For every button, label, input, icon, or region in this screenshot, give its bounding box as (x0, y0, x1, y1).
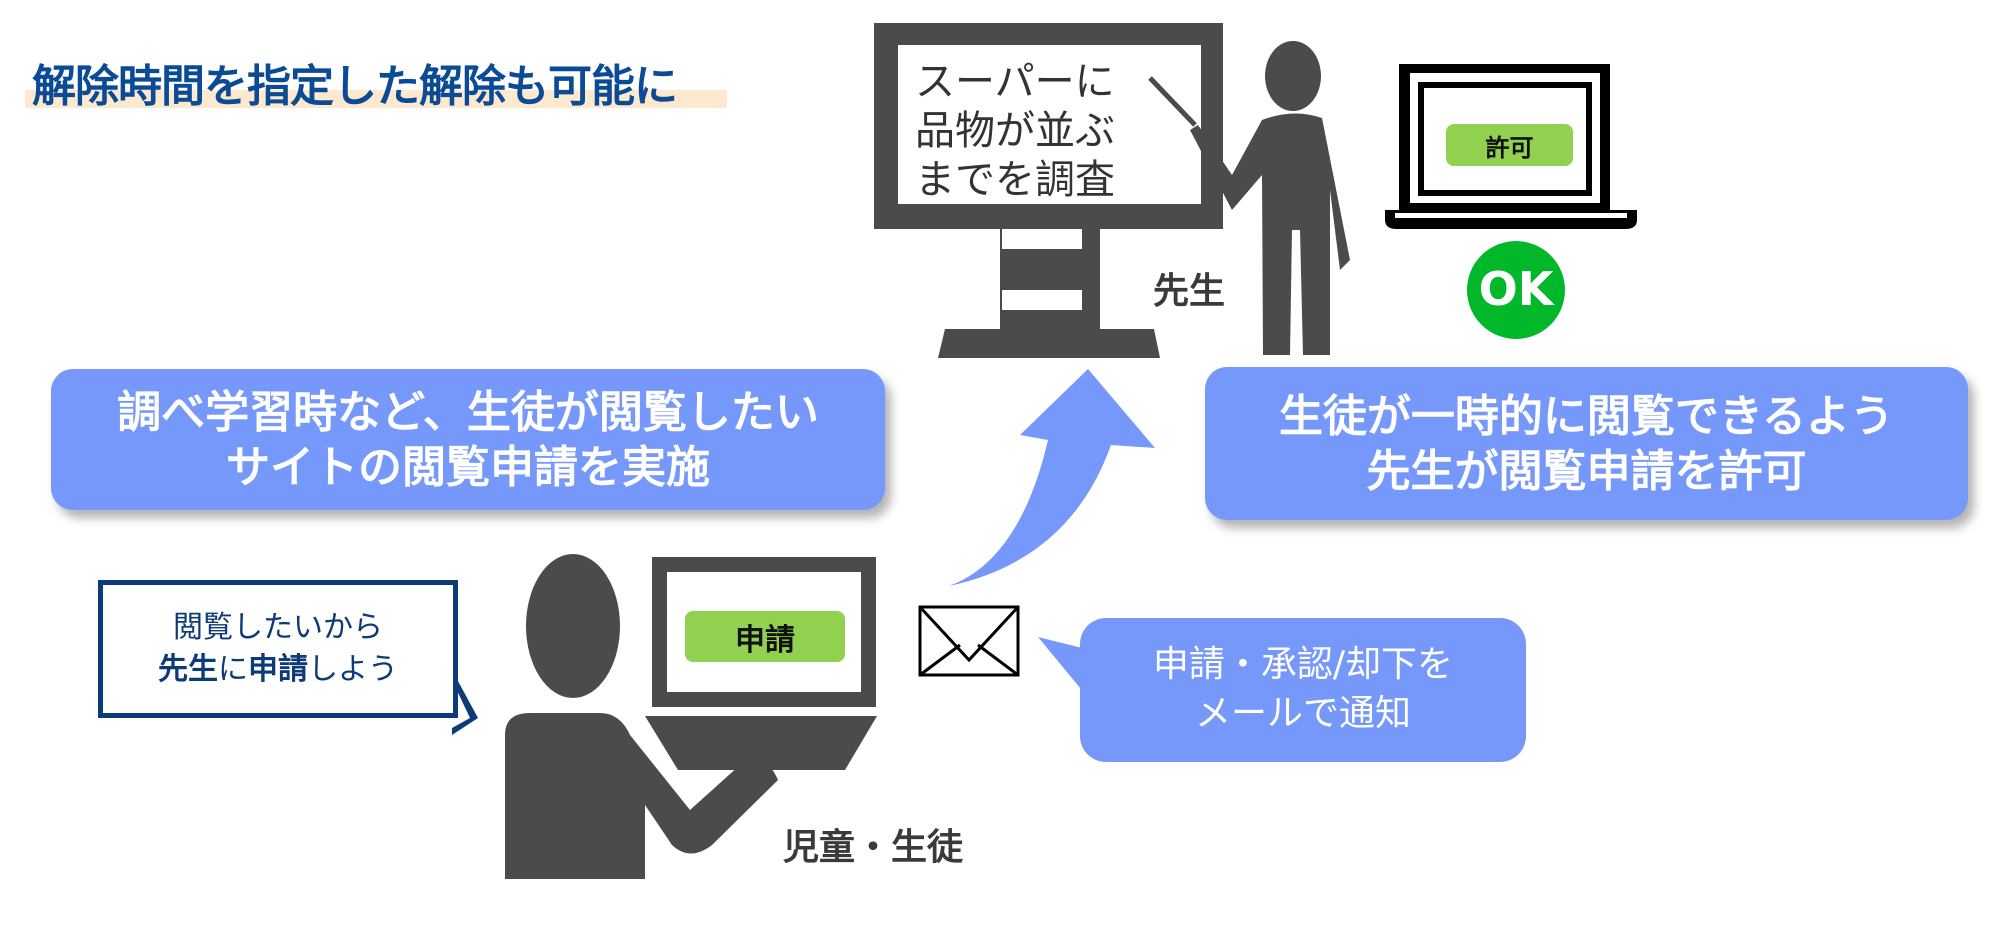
student-speech-bubble: 閲覧したいから 先生に申請しよう (98, 580, 458, 718)
bubble-tail (1038, 637, 1090, 700)
title-highlight (25, 90, 727, 108)
teacher-label: 先生 (1153, 271, 1226, 312)
speech-line: 先生に申請しよう (103, 649, 453, 691)
student-icon (505, 554, 778, 879)
board-line: 品物が並ぶ (915, 108, 1115, 155)
student-label: 児童・生徒 (783, 827, 964, 868)
bubble-line: 申請・承認/却下を (1152, 644, 1454, 686)
ok-badge-icon (1467, 241, 1565, 339)
callout-line: 調べ学習時など、生徒が閲覧したい (117, 386, 819, 438)
teacher-icon (1148, 41, 1350, 355)
blackboard-text: スーパーに 品物が並ぶ までを調査 (915, 58, 1115, 206)
speech-text: に (218, 652, 248, 687)
board-line: スーパーに (915, 59, 1115, 105)
allow-button[interactable]: 許可 (1446, 124, 1573, 166)
up-arrow-icon (949, 369, 1155, 586)
callout-line: 先生が閲覧申請を許可 (1366, 445, 1807, 497)
teacher-approve-callout: 生徒が一時的に閲覧できるよう 先生が閲覧申請を許可 (1205, 367, 1968, 520)
mail-icon (918, 605, 1020, 677)
speech-text: しよう (308, 652, 398, 687)
illustration (452, 23, 1637, 879)
board-line: までを調査 (915, 157, 1115, 204)
speech-bold: 先生 (158, 652, 218, 687)
student-laptop-icon (645, 557, 877, 770)
callout-line: サイトの閲覧申請を実施 (226, 441, 710, 493)
student-request-callout: 調べ学習時など、生徒が閲覧したい サイトの閲覧申請を実施 (51, 369, 885, 510)
blackboard-icon (874, 23, 1223, 358)
ok-label: OK (1478, 262, 1554, 316)
mail-notice-bubble: 申請・承認/却下を メールで通知 (1080, 618, 1526, 762)
page-title: 解除時間を指定した解除も可能に (32, 61, 678, 112)
bubble-line: メールで通知 (1194, 693, 1411, 734)
callout-line: 生徒が一時的に閲覧できるよう (1278, 390, 1895, 442)
speech-line: 閲覧したいから (173, 610, 383, 645)
apply-button[interactable]: 申請 (685, 611, 845, 662)
speech-bold: 申請 (248, 652, 308, 687)
